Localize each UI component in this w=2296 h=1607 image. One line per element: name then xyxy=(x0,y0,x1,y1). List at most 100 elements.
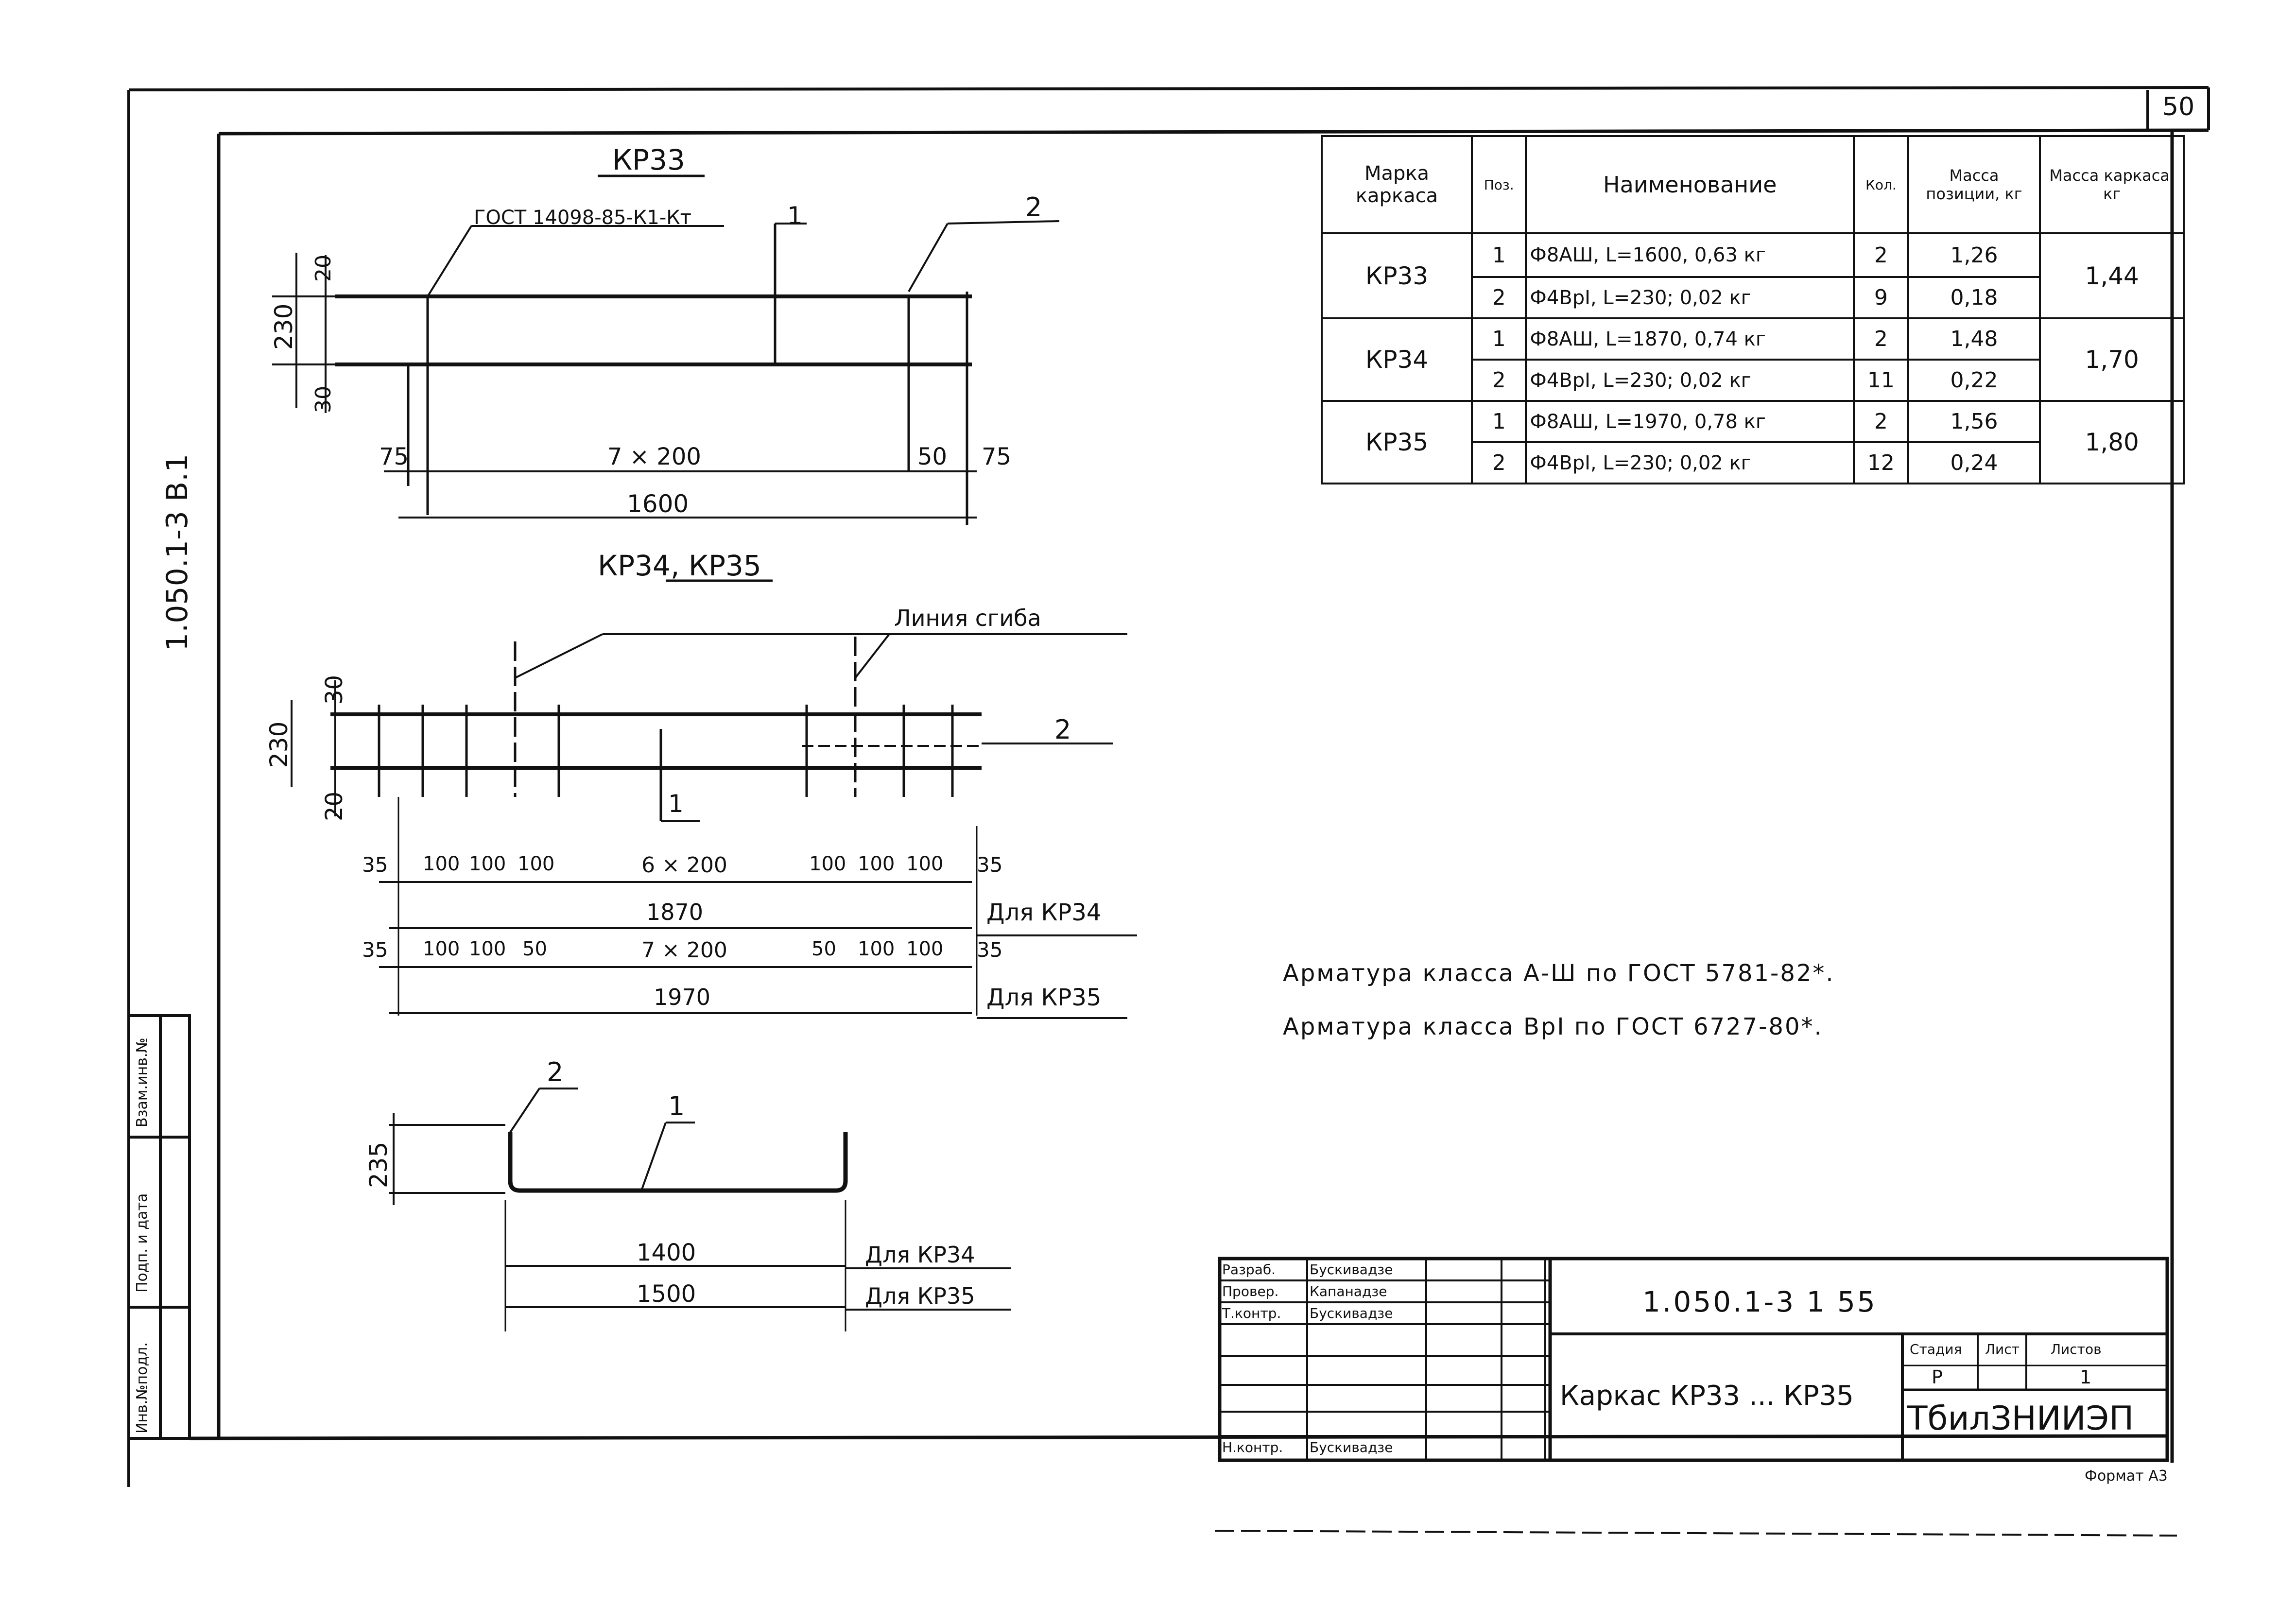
kp34-35-title: КР34, КР35 xyxy=(598,549,761,582)
kp35-dim-100-b: 100 xyxy=(469,938,506,960)
kp33-position-1: 1 xyxy=(787,202,803,230)
bom-mass: 1,56 xyxy=(1907,400,2041,443)
bom-item-name: Ф4ВрI, L=230; 0,02 кг xyxy=(1525,441,1855,484)
kp33-gost-reference: ГОСТ 14098-85-К1-Кт xyxy=(474,207,691,229)
kp35-dim-total: 1970 xyxy=(654,984,711,1010)
bom-header-qty: Кол. xyxy=(1853,135,1909,234)
side-column-inv-no: Инв.№подл. xyxy=(134,1342,151,1434)
bom-pos: 2 xyxy=(1470,276,1527,319)
staff-role-tech-control: Т.контр. xyxy=(1222,1305,1281,1321)
kp34-dim-100-d: 100 xyxy=(809,853,846,875)
bom-header-mark: Марка каркаса xyxy=(1321,135,1473,234)
staff-name-norm-control: Бускивадзе xyxy=(1310,1439,1393,1455)
kp34-dim-6x200: 6 × 200 xyxy=(641,853,727,878)
bom-header-row: Марка каркаса Поз. Наименование Кол. Мас… xyxy=(1321,135,2185,234)
kp33-dim-top: 20 xyxy=(311,255,336,282)
note-rebar-class-bp1: Арматура класса ВрI по ГОСТ 6727-80*. xyxy=(1283,1013,1823,1040)
bom-pos: 2 xyxy=(1470,359,1527,402)
kp34-position-2: 2 xyxy=(1054,714,1071,745)
bent-cage-profile xyxy=(508,1132,848,1193)
kp34-dim-100-a: 100 xyxy=(423,853,460,875)
bent-length-35: 1500 xyxy=(637,1280,696,1308)
kp34-dim-total: 1870 xyxy=(646,899,704,925)
kp33-title: КР33 xyxy=(612,143,685,176)
bom-row-kp33-pos1: КР33 1 Ф8АШ, L=1600, 0,63 кг 2 1,26 1,44 xyxy=(1321,232,2185,319)
bom-mass: 1,26 xyxy=(1907,232,2041,278)
kp35-for-label: Для КР35 xyxy=(986,984,1102,1011)
kp34-dim-100-b: 100 xyxy=(469,853,506,875)
kp33-position-2: 2 xyxy=(1025,192,1042,223)
kp34-dim-bottom: 20 xyxy=(321,791,348,821)
inner-frame-top xyxy=(218,128,2209,136)
bom-qty: 2 xyxy=(1853,400,1909,443)
bom-header-pos: Поз. xyxy=(1470,135,1527,234)
bom-row-kp34-pos2: 2 Ф4ВрI, L=230; 0,02 кг 11 0,22 xyxy=(1322,359,2184,402)
inner-frame-bottom xyxy=(189,1434,2168,1440)
kp33-dim-height: 230 xyxy=(270,303,298,350)
bent-length-34: 1400 xyxy=(637,1239,696,1266)
bom-item-name: Ф4ВрI, L=230; 0,02 кг xyxy=(1525,359,1855,402)
kp35-dim-35-right: 35 xyxy=(977,938,1003,962)
bom-total-kp35: 1,80 xyxy=(2039,400,2185,484)
title-block-rect xyxy=(1218,1257,2169,1462)
bom-qty: 2 xyxy=(1853,232,1909,278)
bom-item-name: Ф4ВрI, L=230; 0,02 кг xyxy=(1525,276,1855,319)
kp35-dim-35-left: 35 xyxy=(362,938,388,962)
bom-total-kp34: 1,70 xyxy=(2039,317,2185,402)
bom-row-kp33-pos2: 2 Ф4ВрI, L=230; 0,02 кг 9 0,18 xyxy=(1322,276,2184,319)
kp33-dim-75-right: 75 xyxy=(982,443,1012,470)
document-title: Каркас КР33 ... КР35 xyxy=(1560,1380,1854,1412)
bom-pos: 1 xyxy=(1470,232,1527,278)
sheet-number: 50 xyxy=(2162,92,2195,121)
kp34-dim-top: 30 xyxy=(321,674,348,705)
bill-of-materials-table: Марка каркаса Поз. Наименование Кол. Мас… xyxy=(1321,135,2185,484)
kp34-position-1: 1 xyxy=(668,790,684,818)
bom-mark-kp34: КР34 xyxy=(1321,317,1473,402)
bend-line-label: Линия сгиба xyxy=(894,605,1041,631)
bom-mass: 0,24 xyxy=(1907,441,2041,484)
staff-role-developer: Разраб. xyxy=(1222,1261,1276,1278)
bom-mass: 1,48 xyxy=(1907,317,2041,361)
kp33-dim-bottom: 30 xyxy=(311,386,336,413)
document-code: 1.050.1-3 1 55 xyxy=(1642,1285,1877,1318)
bent-for-35: Для КР35 xyxy=(865,1283,975,1309)
sheet-header: Лист xyxy=(1985,1341,2020,1357)
bom-mark-kp35: КР35 xyxy=(1321,400,1473,484)
bent-position-2: 2 xyxy=(547,1057,564,1088)
bom-item-name: Ф8АШ, L=1600, 0,63 кг xyxy=(1525,232,1855,278)
kp34-dim-100-c: 100 xyxy=(518,853,555,875)
bom-row-kp35-pos2: 2 Ф4ВрI, L=230; 0,02 кг 12 0,24 xyxy=(1322,441,2184,484)
bom-qty: 12 xyxy=(1853,441,1909,484)
organization-name: ТбилЗНИИЭП xyxy=(1907,1400,2134,1438)
kp35-dim-50-a: 50 xyxy=(522,938,547,960)
kp35-dim-7x200: 7 × 200 xyxy=(641,938,727,963)
sheets-value: 1 xyxy=(2080,1366,2092,1388)
bent-position-1: 1 xyxy=(668,1091,685,1122)
bottom-edge-line xyxy=(1214,1530,2177,1537)
bom-header-name: Наименование xyxy=(1525,135,1855,234)
kp33-dim-7x200: 7 × 200 xyxy=(607,443,701,470)
kp33-dim-50: 50 xyxy=(917,443,948,470)
bom-item-name: Ф8АШ, L=1970, 0,78 кг xyxy=(1525,400,1855,443)
side-column-replace-inv: Взам.инв.№ xyxy=(134,1037,151,1127)
kp35-dim-100-d: 100 xyxy=(906,938,944,960)
staff-name-developer: Бускивадзе xyxy=(1310,1261,1393,1278)
bom-qty: 2 xyxy=(1853,317,1909,361)
kp33-dim-75-left: 75 xyxy=(379,443,409,470)
side-column-sign-date: Подп. и дата xyxy=(134,1193,151,1293)
note-rebar-class-a3: Арматура класса А-Ш по ГОСТ 5781-82*. xyxy=(1283,960,1835,987)
stage-header: Стадия xyxy=(1910,1341,1962,1357)
bom-header-mass-cage: Масса каркаса, кг xyxy=(2039,135,2185,234)
kp35-dim-100-c: 100 xyxy=(858,938,895,960)
bom-header-mass-position: Масса позиции, кг xyxy=(1907,135,2041,234)
bent-dim-height: 235 xyxy=(364,1141,393,1188)
sheets-header: Листов xyxy=(2051,1341,2102,1357)
format-label: Формат А3 xyxy=(2085,1468,2168,1485)
bom-pos: 1 xyxy=(1470,400,1527,443)
kp34-dim-height: 230 xyxy=(265,721,293,768)
side-document-code: 1.050.1-3 В.1 xyxy=(160,453,194,651)
kp34-dim-35-right: 35 xyxy=(977,853,1003,877)
kp34-dim-100-e: 100 xyxy=(858,853,895,875)
kp33-dim-total: 1600 xyxy=(627,490,689,518)
frame-top-line xyxy=(128,86,2209,91)
